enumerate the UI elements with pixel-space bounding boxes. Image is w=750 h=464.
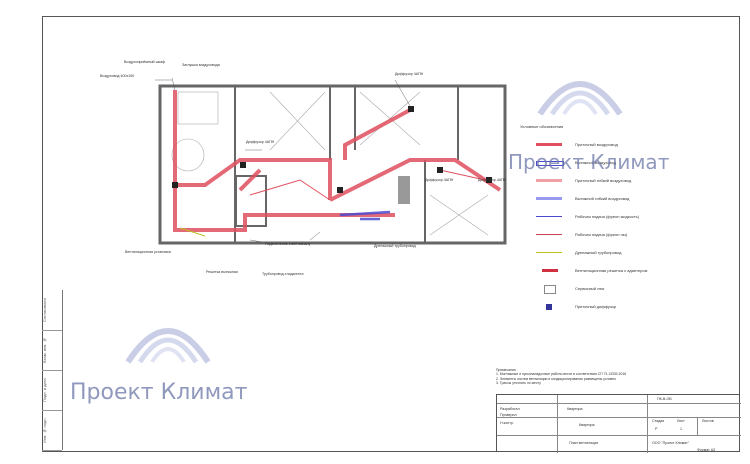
- watermark-logo-icon: [537, 81, 623, 116]
- legend: Условные обозначения Приточный воздухово…: [520, 124, 690, 310]
- object-title: Квартира: [567, 407, 583, 411]
- legend-swatch: [536, 234, 562, 235]
- plan-label: Трубопровод хладагента: [262, 272, 304, 276]
- stage-value: Р: [655, 427, 658, 431]
- plan-label: Заглушка воздуховода: [182, 63, 220, 67]
- legend-swatch: [536, 216, 562, 217]
- legend-swatch: [536, 161, 564, 166]
- plan-label: Воздухоприёмный шкаф: [124, 60, 166, 64]
- notes: Примечания 1. Монтажные и пусконаладочны…: [496, 368, 626, 386]
- notes-line: 2. Элементы систем вентиляции и кондицио…: [496, 376, 617, 381]
- watermark: Проект Климат: [70, 380, 248, 405]
- role-label: Н.контр.: [500, 421, 514, 425]
- watermark: Проект Климат: [508, 150, 670, 174]
- supply-ducts-thin: [249, 169, 486, 201]
- legend-item: Вытяжной гибкий воздуховод: [520, 194, 690, 204]
- plan-label: Подключение к вентканалу: [265, 242, 311, 246]
- plan-label: Диффузор 4АПН: [478, 178, 507, 182]
- plan-label: Дренажный трубопровод: [374, 244, 416, 248]
- legend-item: Приточный гибкий воздуховод: [520, 176, 690, 186]
- legend-swatch: [536, 252, 562, 253]
- drawing-code: ПК-В-ОВ: [657, 397, 672, 401]
- legend-title: Условные обозначения: [520, 124, 564, 129]
- diffusers: [172, 106, 492, 193]
- diffuser-icon: [546, 304, 552, 310]
- plan-label: Воздуховод 400х150: [100, 74, 135, 78]
- drawing-frame: [42, 16, 740, 452]
- object-title: Квартира: [579, 423, 595, 427]
- watermark-logo-icon: [125, 328, 211, 364]
- legend-item: Рабочая подача (фреон жидкость): [520, 212, 690, 222]
- sheet-title: План вентиляции: [569, 441, 599, 445]
- notes-title: Примечания: [496, 368, 516, 372]
- walls: [158, 84, 507, 245]
- leader-lines: [155, 77, 411, 243]
- exhaust-ducts: [339, 210, 391, 221]
- legend-item: Приточный диффузор: [520, 302, 690, 312]
- legend-item: Приточный воздуховод: [520, 140, 690, 150]
- legend-item: Рабочая подача (фреон газ): [520, 230, 690, 240]
- role-label: Разработал: [500, 407, 520, 411]
- legend-swatch: [536, 143, 562, 146]
- sheets-label: Листов: [702, 419, 714, 423]
- title-block: ПК-В-ОВ Квартира Разработал Проверил Н.к…: [496, 394, 741, 453]
- legend-swatch: [536, 179, 562, 182]
- legend-item: Дренажный трубопровод: [520, 248, 690, 258]
- legend-item: Вентиляционная решетка с адаптером: [520, 266, 690, 276]
- grille-icon: [542, 269, 558, 272]
- supply-ducts: [173, 90, 502, 232]
- side-strip: Согласовано Взам. инв. № Подп. и дата Ин…: [42, 290, 63, 451]
- plan-label: Диффузор 4АПН: [425, 178, 454, 182]
- company: ООО "Проект Климат": [652, 441, 690, 445]
- hatch-icon: [544, 285, 556, 294]
- format: Формат А3: [697, 448, 716, 452]
- plan-label: Диффузор 4АПН: [246, 140, 275, 144]
- sheet-value: 1: [680, 427, 682, 431]
- plan-label: Диффузор 4АПН: [395, 72, 424, 76]
- stage-label: Стадия: [652, 419, 665, 423]
- legend-swatch: [536, 197, 562, 200]
- notes-line: 3. Трассы уточнять по месту: [496, 381, 541, 386]
- role-label: Проверил: [500, 413, 517, 417]
- plan-label: Решетка вытяжная: [206, 270, 238, 274]
- legend-item: Сервисный люк: [520, 284, 690, 294]
- notes-line: 1. Монтажные и пусконаладочные работы ве…: [496, 372, 627, 377]
- sheet-label: Лист: [677, 419, 685, 423]
- legend-item: Вытяжной воздуховод: [520, 158, 690, 168]
- drain-pipe: [179, 227, 206, 237]
- plan-label: Вентиляционная установка: [125, 250, 171, 254]
